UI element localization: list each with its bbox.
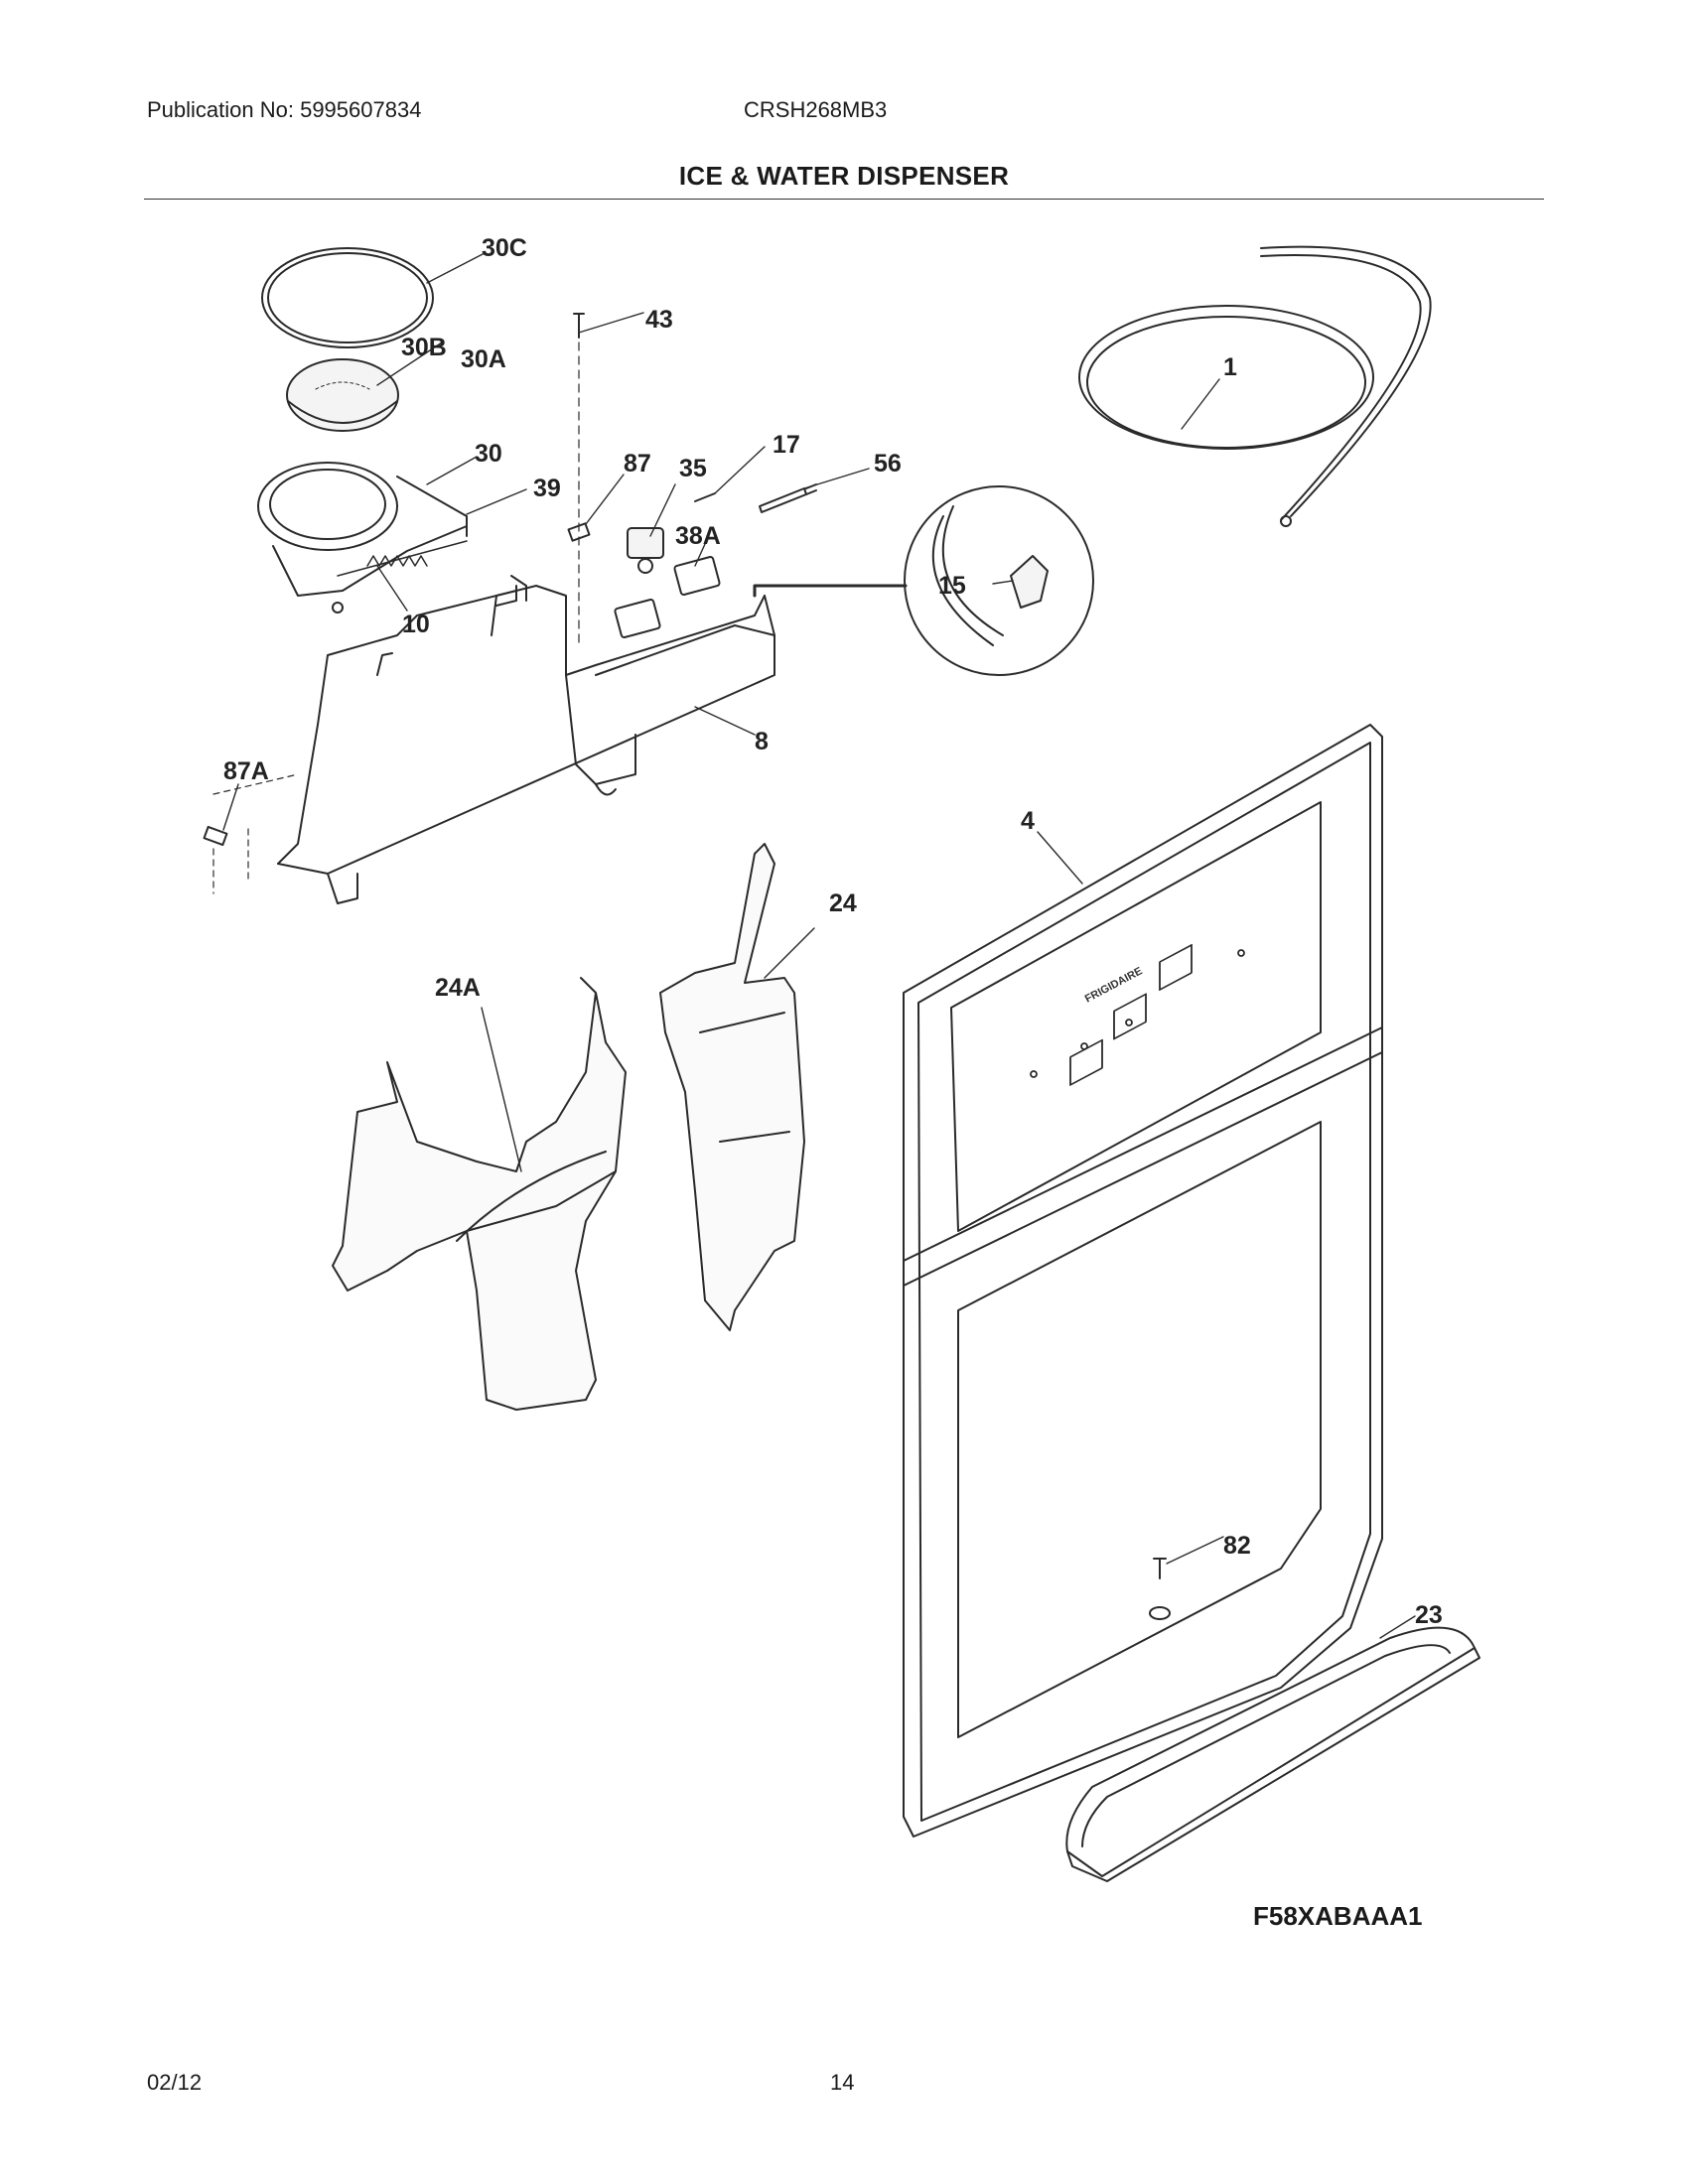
part-38a-switches bbox=[614, 556, 721, 638]
part-17-screw bbox=[694, 492, 716, 502]
part-30-housing bbox=[257, 462, 468, 614]
callout-15: 15 bbox=[938, 572, 966, 600]
part-56-screw bbox=[759, 483, 817, 513]
section-title: ICE & WATER DISPENSER bbox=[678, 161, 1010, 191]
part-1-tubing bbox=[1078, 245, 1432, 527]
callout-30: 30 bbox=[475, 440, 502, 468]
part-24-paddle bbox=[659, 843, 805, 1331]
page-number: 14 bbox=[830, 2070, 855, 2095]
part-24a-chute bbox=[332, 977, 627, 1411]
model-number: CRSH268MB3 bbox=[744, 97, 888, 122]
callout-1: 1 bbox=[1223, 353, 1237, 381]
part-30a-cap bbox=[286, 358, 399, 432]
callout-35: 35 bbox=[679, 455, 707, 482]
callout-30c: 30C bbox=[482, 234, 527, 262]
callout-24a: 24A bbox=[435, 974, 481, 1002]
callout-82: 82 bbox=[1223, 1532, 1251, 1560]
callout-10: 10 bbox=[402, 611, 430, 638]
callout-8: 8 bbox=[755, 728, 769, 755]
callout-43: 43 bbox=[645, 306, 673, 334]
part-35-switch bbox=[567, 522, 664, 574]
part-8-housing bbox=[277, 575, 775, 904]
callout-17: 17 bbox=[773, 431, 800, 459]
title-rule bbox=[144, 199, 1544, 200]
callout-23: 23 bbox=[1415, 1601, 1443, 1629]
publication-date: 02/12 bbox=[147, 2070, 203, 2095]
panel-buttons bbox=[1030, 943, 1245, 1086]
callout-87: 87 bbox=[624, 450, 651, 478]
callout-30b: 30B bbox=[401, 334, 447, 361]
callout-39: 39 bbox=[533, 475, 561, 502]
callout-24: 24 bbox=[829, 889, 857, 917]
figure-code: F58XABAAA1 bbox=[1253, 1901, 1423, 1931]
callout-38a: 38A bbox=[675, 522, 721, 550]
part-82-screw bbox=[1149, 1558, 1171, 1620]
publication-number: Publication No: 5995607834 bbox=[147, 97, 422, 122]
part-15-detail bbox=[753, 485, 1094, 676]
part-43-screw bbox=[573, 313, 585, 646]
part-87a-clip bbox=[203, 773, 299, 894]
part-4-front-panel bbox=[903, 724, 1383, 1838]
part-30c-ring bbox=[261, 247, 434, 348]
leader-lines bbox=[222, 252, 1416, 1639]
part-23-tray bbox=[1065, 1626, 1480, 1882]
callout-4: 4 bbox=[1021, 807, 1035, 835]
callout-87a: 87A bbox=[223, 757, 269, 785]
callout-30a: 30A bbox=[461, 345, 506, 373]
callout-56: 56 bbox=[874, 450, 902, 478]
